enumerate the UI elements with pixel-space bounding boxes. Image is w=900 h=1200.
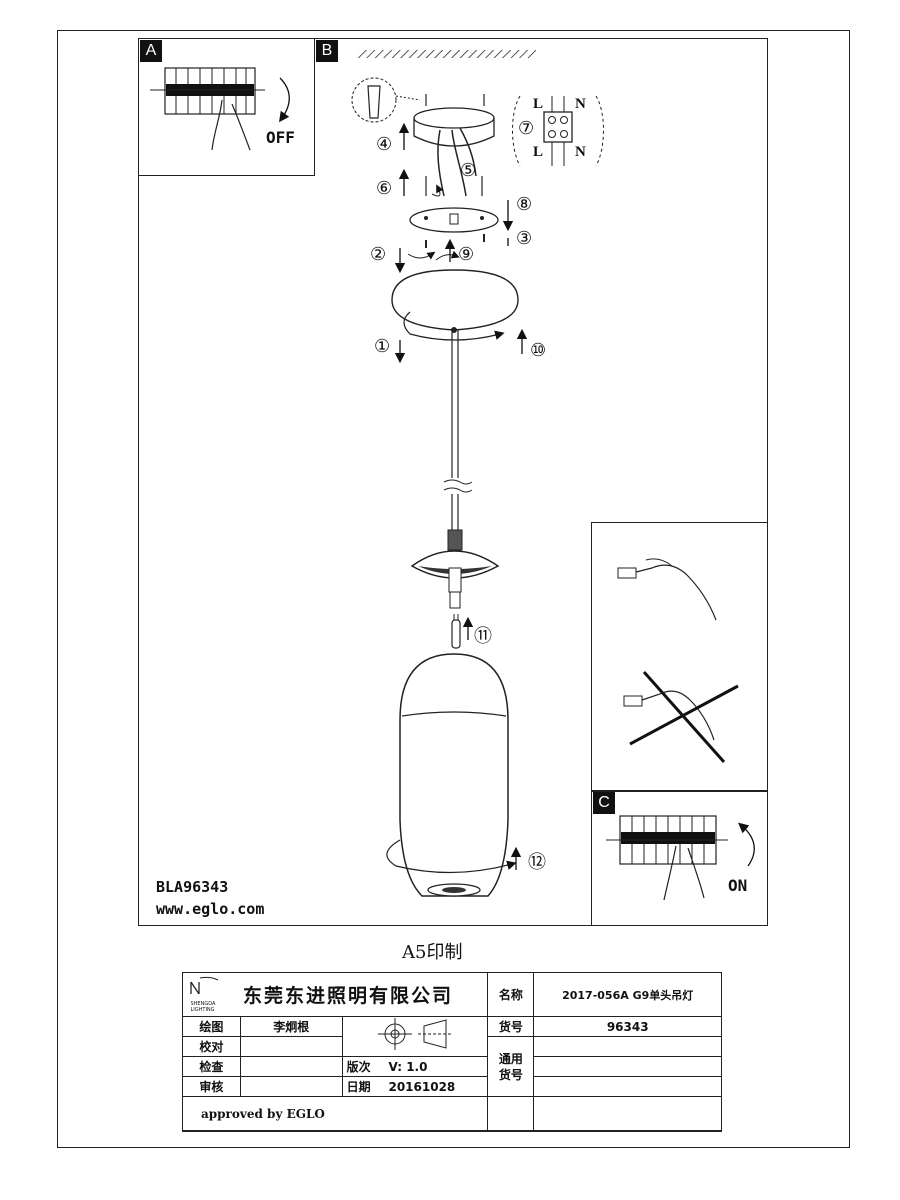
item-label: 货号 <box>487 1016 535 1037</box>
canopy-cover-illustration <box>391 269 519 341</box>
terminal-block-illustration <box>512 95 604 167</box>
item-value: 96343 <box>533 1016 722 1037</box>
company-name: 东莞东进照明有限公司 <box>243 985 454 1007</box>
wire-label-l-top: L <box>533 96 544 112</box>
proof-label: 校对 <box>182 1036 241 1057</box>
step-12: ⑫ <box>528 852 546 872</box>
name-value: 2017-056A G9单头吊灯 <box>533 972 722 1017</box>
title-block-table: 东莞东进照明有限公司 SHENGDA LIGHTING 名称 2017-056A… <box>181 972 722 1131</box>
bulb-correct-handling <box>617 558 717 621</box>
wire-label-l-bottom: L <box>533 144 544 160</box>
approved-by: approved by EGLO <box>201 1106 325 1121</box>
bulb-handling-panel <box>591 522 768 792</box>
panel-b-tag: B <box>316 40 338 62</box>
step-5: ⑤ <box>460 160 477 180</box>
general-item-label: 通用 货号 <box>487 1036 535 1097</box>
print-note: A5印制 <box>402 942 463 963</box>
on-label: ON <box>728 876 748 895</box>
lamp-holder-illustration <box>410 529 500 609</box>
glass-shade-illustration <box>386 653 517 897</box>
version-value: V: 1.0 <box>388 1060 428 1074</box>
ceiling-base-illustration <box>413 107 495 197</box>
main-drawing-frame <box>138 38 768 926</box>
check-label: 检查 <box>182 1056 241 1077</box>
step-1: ① <box>374 336 391 356</box>
logo-text: SHENGDA LIGHTING <box>190 1000 216 1013</box>
website: www.eglo.com <box>156 900 265 918</box>
name-label: 名称 <box>487 972 535 1017</box>
bulb-wrong-handling <box>623 671 739 763</box>
step-10: ⑩ <box>530 340 547 360</box>
date-label: 日期 <box>346 1080 371 1094</box>
date-value: 20161028 <box>388 1080 456 1094</box>
step-11: ⑪ <box>474 626 492 646</box>
breaker-on-illustration <box>606 815 755 901</box>
wire-label-n-top: N <box>575 96 586 112</box>
g9-bulb-illustration <box>451 614 474 649</box>
step-6: ⑥ <box>376 178 393 198</box>
ceiling-hatch <box>358 50 536 58</box>
drawn-value: 李炯根 <box>239 1016 343 1037</box>
off-label: OFF <box>266 128 295 147</box>
product-code: BLA96343 <box>156 878 229 896</box>
audit-label: 审核 <box>182 1076 241 1097</box>
mounting-plate-illustration <box>407 176 499 261</box>
step-7: ⑦ <box>518 118 535 138</box>
breaker-off-illustration <box>150 67 290 151</box>
panel-c-frame <box>591 790 768 926</box>
step-8: ⑧ <box>516 194 533 214</box>
step-2: ② <box>370 244 387 264</box>
panel-a-frame <box>138 38 315 176</box>
drawn-label: 绘图 <box>182 1016 241 1037</box>
step-3: ③ <box>516 228 533 248</box>
page-frame <box>57 30 850 1148</box>
panel-c-tag: C <box>593 792 615 814</box>
wire-label-n-bottom: N <box>575 144 586 160</box>
step-9: ⑨ <box>458 244 475 264</box>
step-4: ④ <box>376 134 393 154</box>
version-label: 版次 <box>346 1060 371 1074</box>
panel-a-tag: A <box>140 40 162 62</box>
